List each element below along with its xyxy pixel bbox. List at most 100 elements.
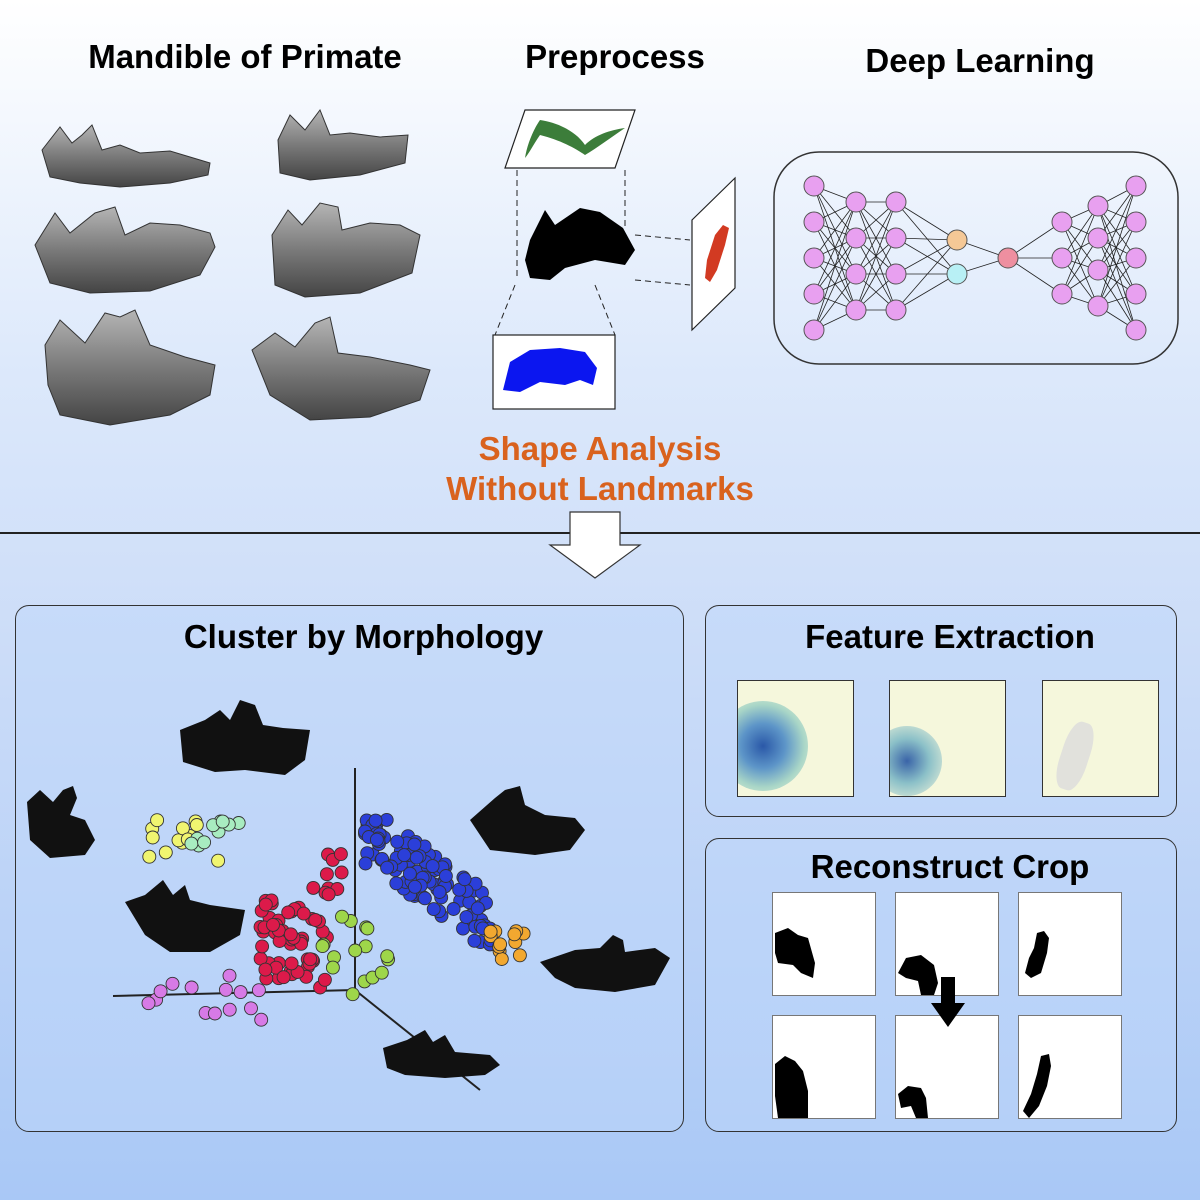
point-green <box>380 949 395 964</box>
point-violet <box>153 984 168 999</box>
feature-title: Feature Extraction <box>805 618 1095 655</box>
nn-node <box>1051 211 1073 233</box>
nn-edge <box>1097 205 1137 259</box>
point-green <box>325 960 340 975</box>
deep-learning-title: Deep Learning <box>865 42 1095 79</box>
nn-node <box>803 283 825 305</box>
cluster-plot <box>27 700 670 1091</box>
nn-edge <box>1097 237 1137 295</box>
silhouette-top-left <box>180 700 310 775</box>
nn-edge <box>895 201 958 241</box>
shape-analysis-line2: Without Landmarks <box>446 470 754 507</box>
point-mint <box>215 814 230 829</box>
point-blue <box>456 921 470 936</box>
point-red <box>258 962 273 977</box>
point-mint <box>197 835 212 850</box>
nn-edge <box>1061 205 1099 259</box>
nn-node <box>1125 175 1147 197</box>
point-red <box>306 880 321 895</box>
point-yellow <box>150 813 165 828</box>
feature-map-2 <box>889 680 1006 797</box>
point-violet <box>222 1002 237 1017</box>
nn-node <box>1087 227 1109 249</box>
silhouette-mid-left <box>125 880 245 952</box>
point-red <box>303 952 318 967</box>
feature-map-3 <box>1042 680 1159 797</box>
nn-node <box>997 247 1019 269</box>
point-green <box>348 943 363 958</box>
point-violet <box>184 980 199 995</box>
nn-node <box>885 263 907 285</box>
front-projection-shape <box>503 348 597 392</box>
point-green <box>345 987 360 1002</box>
mandible-render-3 <box>34 206 216 294</box>
point-blue <box>459 910 474 925</box>
nn-edge <box>855 201 897 311</box>
point-violet <box>244 1001 258 1016</box>
nn-node <box>845 263 867 285</box>
silhouette-bottom <box>383 1030 500 1078</box>
point-violet <box>207 1006 222 1021</box>
feature-map-1 <box>737 680 854 797</box>
point-blue <box>369 832 384 847</box>
point-red <box>319 867 334 882</box>
silhouette-right <box>470 786 585 855</box>
point-blue <box>407 837 422 852</box>
nn-edge <box>813 237 857 331</box>
mandible-render-6 <box>251 316 431 421</box>
nn-edge <box>1097 205 1137 295</box>
point-orange <box>493 937 508 952</box>
crop-output-2 <box>895 1015 999 1119</box>
nn-node <box>946 229 968 251</box>
nn-node <box>946 263 968 285</box>
point-violet <box>222 968 237 983</box>
point-red <box>321 887 336 902</box>
point-violet <box>254 1012 269 1027</box>
point-yellow <box>158 845 173 860</box>
nn-edge <box>895 239 958 311</box>
point-orange <box>494 952 509 966</box>
nn-node <box>1087 259 1109 281</box>
point-mint <box>184 836 199 851</box>
nn-edge <box>855 237 897 311</box>
preprocess-title: Preprocess <box>525 38 705 75</box>
crop-input-1 <box>772 892 876 996</box>
nn-node <box>885 227 907 249</box>
nn-edge <box>813 273 857 331</box>
point-blue <box>358 856 373 871</box>
point-violet <box>218 982 233 997</box>
point-red <box>276 970 291 985</box>
point-blue <box>417 891 432 906</box>
nn-node <box>1125 319 1147 341</box>
mandible-renders <box>34 108 431 426</box>
point-green <box>335 909 349 924</box>
point-blue <box>446 902 461 916</box>
point-green <box>315 939 330 954</box>
point-blue <box>389 876 404 891</box>
reconstruct-title: Reconstruct Crop <box>810 848 1090 885</box>
point-red <box>284 956 299 971</box>
nn-edge <box>1097 221 1137 307</box>
point-yellow <box>142 849 157 864</box>
mandible-render-4 <box>271 202 421 298</box>
nn-node <box>845 299 867 321</box>
crop-input-3 <box>1018 892 1122 996</box>
point-yellow <box>211 853 226 868</box>
top-projection-shape <box>525 120 625 158</box>
point-blue <box>438 869 453 883</box>
point-blue <box>426 902 441 917</box>
point-orange <box>507 927 522 942</box>
nn-edge <box>813 201 857 331</box>
point-blue <box>467 933 482 948</box>
crop-output-1 <box>772 1015 876 1119</box>
nn-node <box>803 211 825 233</box>
nn-node <box>1087 195 1109 217</box>
point-yellow <box>145 830 160 845</box>
side-projection-shape <box>705 225 729 282</box>
nn-node <box>845 191 867 213</box>
point-red <box>334 865 349 880</box>
point-blue <box>457 872 472 887</box>
nn-edge <box>895 201 958 275</box>
nn-edge <box>1097 185 1137 307</box>
point-blue <box>470 901 485 916</box>
